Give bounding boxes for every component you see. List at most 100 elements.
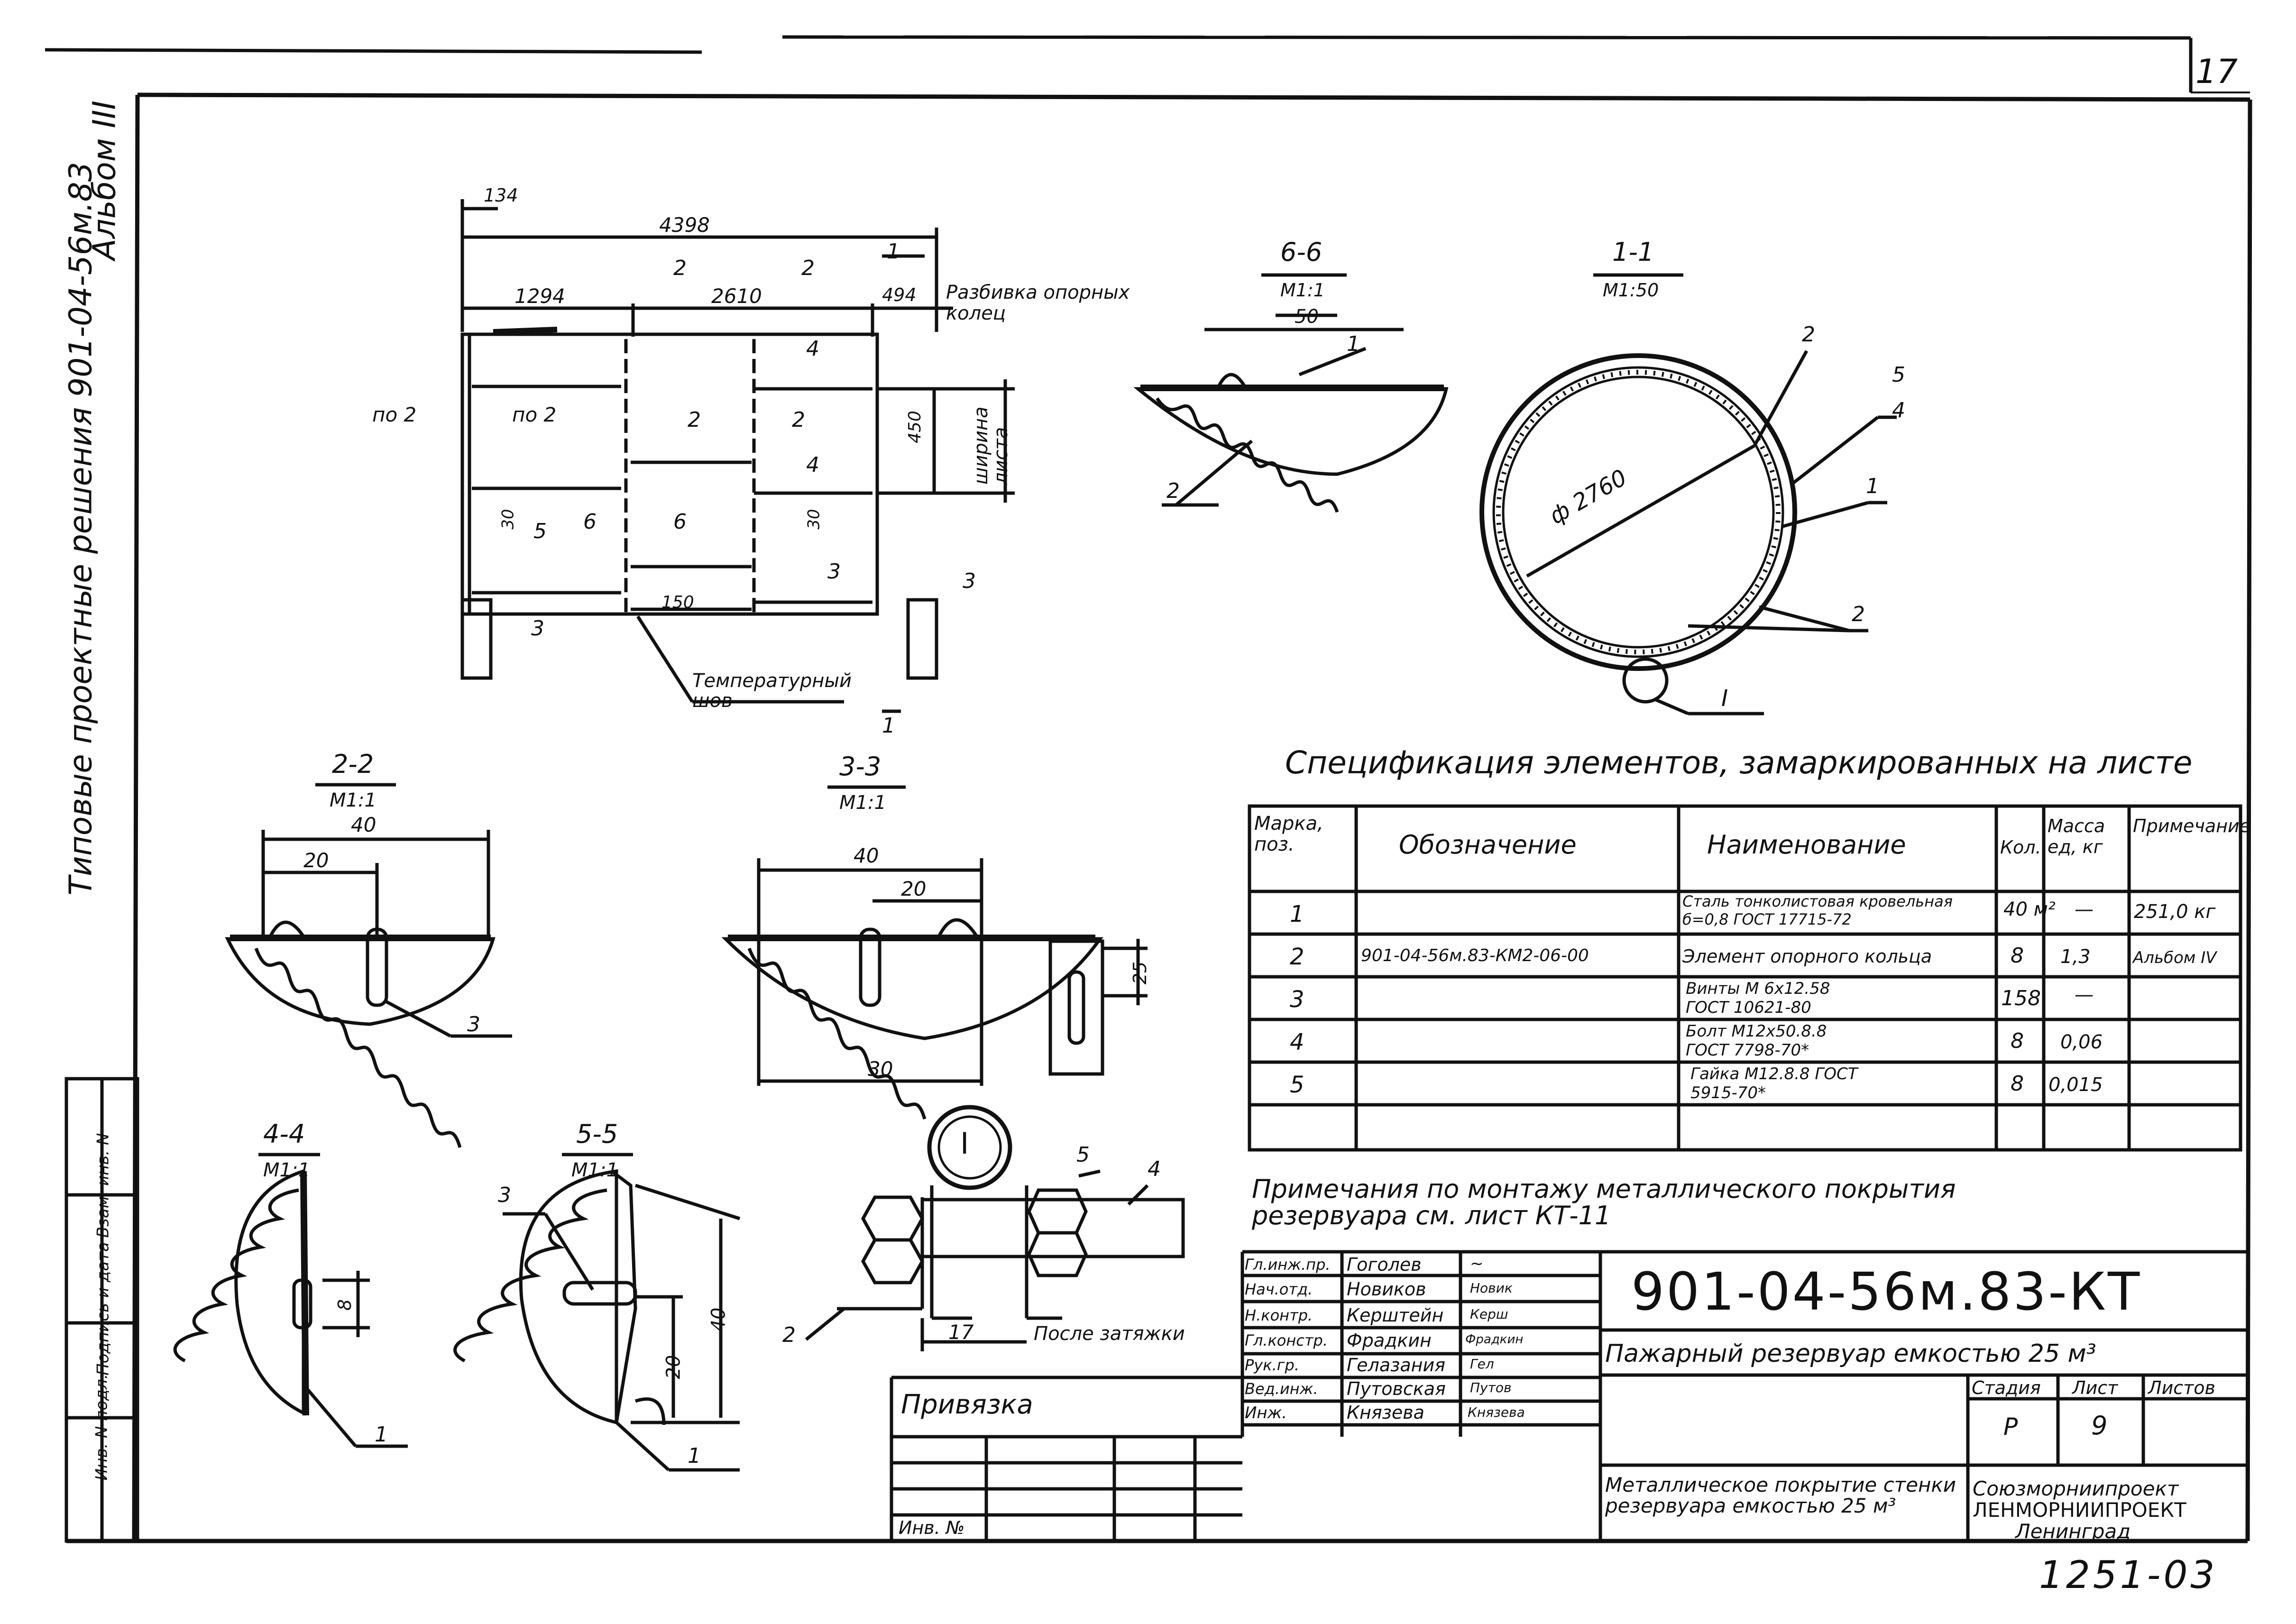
section-5-5-title: 5-5 xyxy=(576,1119,618,1149)
section-6-6-pos1: 1 xyxy=(1347,332,1360,356)
sig-name-6: Путовская xyxy=(1347,1378,1446,1399)
title-sheet-label: Лист xyxy=(2072,1377,2118,1398)
sig-name-5: Гелазания xyxy=(1347,1355,1446,1376)
node-I-dim17: 17 xyxy=(948,1321,974,1344)
spec-row5-name: Гайка М12.8.8 ГОСТ 5915-70* xyxy=(1690,1064,1858,1102)
spec-row2-name: Элемент опорного кольца xyxy=(1682,946,1932,967)
section-2-2-dim20: 20 xyxy=(303,849,329,872)
sig-role-4: Гл.констр. xyxy=(1245,1331,1328,1349)
section-2-2-scale: М1:1 xyxy=(330,789,377,811)
section-4-4-title: 4-4 xyxy=(263,1119,305,1149)
section-6-6-scale: М1:1 xyxy=(1280,280,1325,301)
spec-row1-qty: 40 м² xyxy=(2003,899,2056,920)
spec-row3-mass: — xyxy=(2075,984,2094,1006)
ring-pos2b: 2 xyxy=(1852,602,1865,626)
title-stage: Р xyxy=(2003,1413,2018,1440)
title-org1: Союзморниипроект xyxy=(1973,1477,2179,1500)
spec-row1-mass: — xyxy=(2075,899,2094,920)
dim-2610: 2610 xyxy=(711,284,762,308)
section-5-5-pos3: 3 xyxy=(498,1183,511,1207)
spec-row3-mark: 3 xyxy=(1290,986,1304,1013)
spec-row1-note: 251,0 кг xyxy=(2134,901,2216,923)
section-3-3-title: 3-3 xyxy=(839,752,882,781)
sig-role-5: Рук.гр. xyxy=(1245,1356,1300,1374)
sig-sign-4: Фрадкин xyxy=(1465,1332,1524,1347)
title-stage-label: Стадия xyxy=(1972,1377,2041,1398)
section-1-1-title: 1-1 xyxy=(1612,237,1654,267)
spec-row3-name: Винты М 6х12.58 ГОСТ 10621-80 xyxy=(1686,979,1830,1017)
dim-4398: 4398 xyxy=(659,213,710,237)
spec-row5-qty: 8 xyxy=(2011,1072,2024,1096)
spec-row1-name: Сталь тонколистовая кровельная б=0,8 ГОС… xyxy=(1682,892,1953,928)
ring-pos2a: 2 xyxy=(1802,322,1815,347)
title-code: 901-04-56м.83-КТ xyxy=(1631,1261,2142,1322)
title-sheet-title: Металлическое покрытие стенки резервуара… xyxy=(1605,1473,1956,1517)
section-mark-2a: 2 xyxy=(673,256,687,280)
section-mark-3b: 3 xyxy=(963,569,976,593)
sig-role-7: Инж. xyxy=(1245,1404,1287,1422)
spec-header-mark: Марка, поз. xyxy=(1254,813,1323,855)
sig-sign-1: ~ xyxy=(1470,1254,1484,1273)
series-text: Типовые проектные решения 901-04-56м.83 xyxy=(62,162,99,896)
spec-row3-qty: 158 xyxy=(2001,986,2041,1010)
section-4-4-scale: М1:1 xyxy=(263,1159,310,1181)
section-mark-1-bottom: 1 xyxy=(882,714,895,738)
sig-name-1: Гоголев xyxy=(1347,1254,1422,1275)
spec-row4-qty: 8 xyxy=(2011,1029,2024,1053)
sig-sign-6: Путов xyxy=(1470,1380,1512,1395)
mounting-notes: Примечания по монтажу металлического пок… xyxy=(1252,1174,1956,1230)
node-I-pos2: 2 xyxy=(782,1323,796,1347)
ring-pos5: 5 xyxy=(1892,363,1905,387)
node-I-pos4: 4 xyxy=(1148,1157,1161,1181)
dim-150: 150 xyxy=(661,593,694,612)
section-6-6-dim50: 50 xyxy=(1295,306,1319,328)
spec-row4-name: Болт М12х50.8.8 ГОСТ 7798-70* xyxy=(1686,1022,1827,1060)
dim-30b: 30 xyxy=(804,509,824,530)
section-mark-3c: 3 xyxy=(531,616,544,641)
section-6-6-title: 6-6 xyxy=(1280,237,1322,267)
note-ring-layout: Разбивка опорных колец xyxy=(946,282,1130,324)
section-mark-4b: 4 xyxy=(806,453,819,477)
spec-row4-mass: 0,06 xyxy=(2060,1031,2103,1053)
title-project: Пажарный резервуар емкостью 25 м³ xyxy=(1605,1340,2096,1368)
label-po2-inner: по 2 xyxy=(512,403,557,426)
section-mark-6b: 6 xyxy=(673,510,687,534)
spec-header-designation: Обозначение xyxy=(1399,830,1577,860)
album-label: Альбом III xyxy=(86,101,123,260)
spec-row2-designation: 901-04-56м.83-КМ2-06-00 xyxy=(1361,946,1589,965)
inv-no-label: Инв. № xyxy=(899,1517,965,1538)
archive-code: 1251-03 xyxy=(2039,1553,2218,1597)
section-mark-2d: 2 xyxy=(792,408,805,432)
sig-name-7: Князева xyxy=(1347,1402,1424,1423)
section-4-4-pos1: 1 xyxy=(375,1422,388,1447)
spec-row2-qty: 8 xyxy=(2011,944,2024,968)
sig-role-1: Гл.инж.пр. xyxy=(1245,1256,1331,1274)
sig-role-6: Вед.инж. xyxy=(1245,1380,1318,1398)
node-I-pos5: 5 xyxy=(1076,1143,1090,1167)
section-3-3-dim40: 40 xyxy=(854,844,879,867)
sig-name-2: Новиков xyxy=(1347,1279,1426,1300)
section-5-5-scale: М1:1 xyxy=(571,1159,618,1181)
section-mark-3a: 3 xyxy=(827,560,841,584)
spec-row5-mass: 0,015 xyxy=(2048,1074,2103,1096)
section-4-4-dim8: 8 xyxy=(334,1299,356,1311)
ring-pos1: 1 xyxy=(1866,474,1879,498)
sig-role-2: Нач.отд. xyxy=(1245,1280,1313,1298)
dim-134: 134 xyxy=(484,185,518,206)
sig-name-4: Фрадкин xyxy=(1347,1330,1432,1351)
spec-header-mass: Масса ед, кг xyxy=(2048,816,2105,857)
sig-role-3: Н.контр. xyxy=(1245,1306,1313,1324)
ring-pos4: 4 xyxy=(1892,398,1905,422)
section-3-3-dim20: 20 xyxy=(901,877,927,900)
section-mark-2c: 2 xyxy=(688,408,701,432)
dim-30a: 30 xyxy=(498,509,518,530)
title-sheets-label: Листов xyxy=(2148,1377,2215,1398)
spec-row1-mark: 1 xyxy=(1290,901,1304,927)
sig-name-3: Керштейн xyxy=(1347,1305,1444,1326)
section-2-2-pos3: 3 xyxy=(467,1012,480,1037)
section-mark-1-top: 1 xyxy=(887,239,900,264)
ring-node-ref: I xyxy=(1721,685,1728,712)
section-2-2-dim40: 40 xyxy=(351,813,377,836)
spec-header-qty: Кол. xyxy=(2000,837,2041,858)
